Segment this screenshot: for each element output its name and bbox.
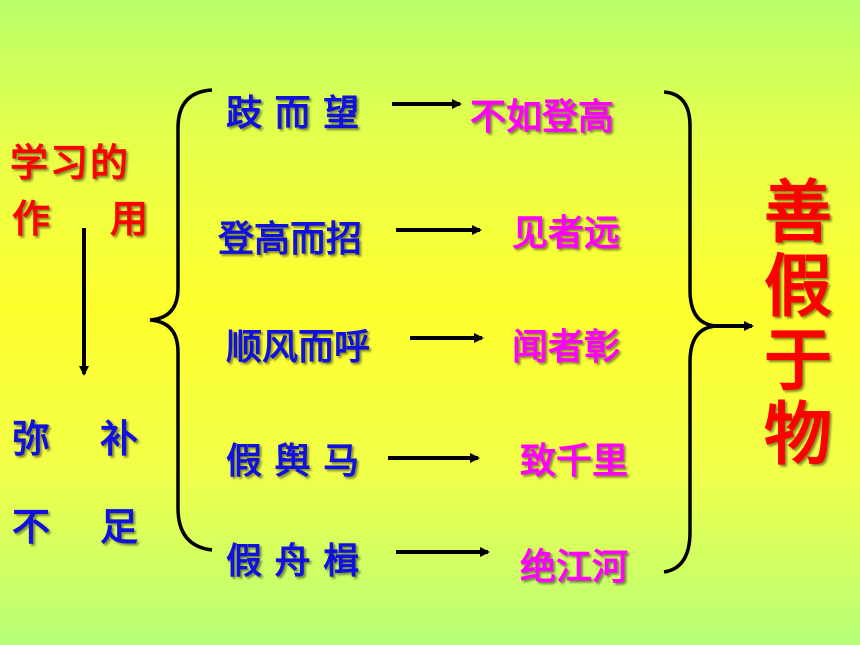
left-label-bu2: 不 [12,505,53,549]
left-label-yong: 用 [110,197,151,241]
right-brace [663,90,717,574]
left-label-mi: 弥 [12,417,53,461]
conclusion-char-3: 于 [764,322,833,401]
conclusion-char-1: 善 [764,174,833,253]
phrase-5: 假 舟 楫 [226,541,360,582]
result-3: 闻者彰 [512,327,621,368]
left-label-zu: 足 [100,505,141,549]
phrase-1: 跂 而 望 [226,93,360,134]
conclusion-char-4: 物 [764,396,833,475]
phrase-3: 顺风而呼 [226,327,371,368]
result-2: 见者远 [512,213,621,254]
result-5: 绝江河 [520,547,629,588]
left-label-line1: 学习的 [10,141,131,185]
result-1: 不如登高 [470,97,615,138]
left-label-bu: 补 [100,417,141,461]
phrase-2: 登高而招 [218,219,363,260]
phrase-4: 假 舆 马 [226,441,360,482]
conclusion-char-2: 假 [764,248,833,327]
left-label-zuo: 作 [12,197,53,241]
result-4: 致千里 [520,441,629,482]
left-brace [149,88,213,552]
